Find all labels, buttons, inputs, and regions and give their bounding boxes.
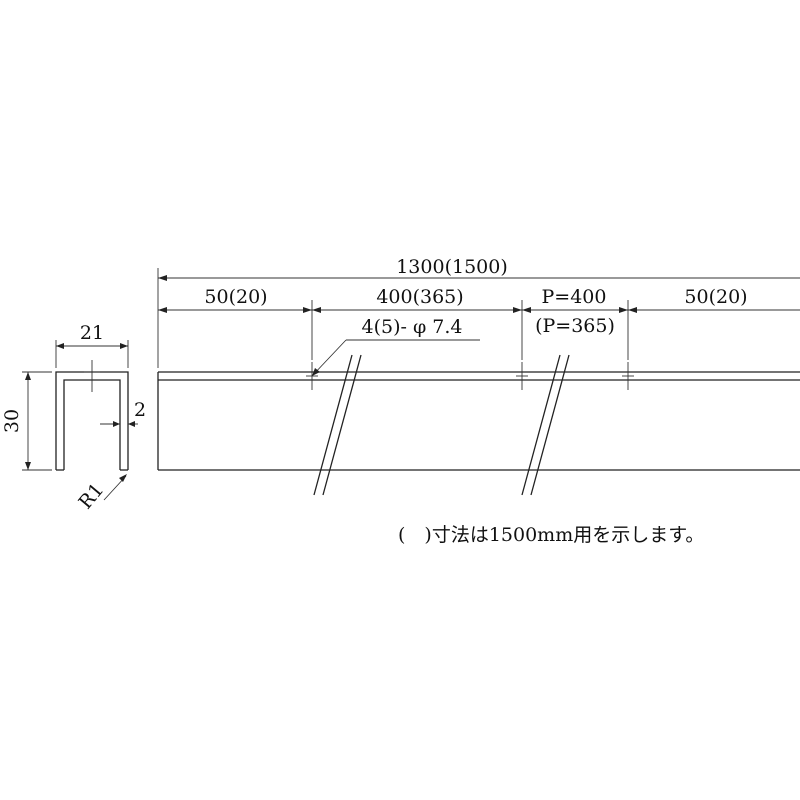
radius-arrow bbox=[119, 474, 127, 482]
thickness-arrow-right bbox=[128, 421, 135, 427]
cross-section-view: 21 30 2 R1 bbox=[1, 322, 146, 513]
seg-arrow-1 bbox=[158, 307, 167, 313]
break-line-2a bbox=[521, 354, 561, 496]
holes-label: 4(5)- φ 7.4 bbox=[361, 316, 462, 338]
width-arrow-left bbox=[56, 343, 64, 349]
first-pitch-label: 400(365) bbox=[376, 286, 463, 308]
seg-arrow-7 bbox=[628, 307, 637, 313]
overall-arrow-left bbox=[158, 275, 167, 281]
seg-arrow-4 bbox=[513, 307, 522, 313]
height-label: 30 bbox=[1, 409, 23, 433]
break-line-1b bbox=[322, 354, 362, 496]
width-label: 21 bbox=[80, 322, 104, 344]
right-end-label: 50(20) bbox=[684, 286, 747, 308]
seg-arrow-5 bbox=[522, 307, 531, 313]
overall-length-label: 1300(1500) bbox=[396, 256, 508, 278]
pitch-alt-label: (P=365) bbox=[535, 315, 615, 337]
dimension-note: ( )寸法は1500mm用を示します。 bbox=[398, 524, 704, 546]
pitch-label: P=400 bbox=[542, 286, 607, 308]
height-arrow-top bbox=[25, 372, 31, 380]
left-end-label: 50(20) bbox=[204, 286, 267, 308]
seg-arrow-6 bbox=[619, 307, 628, 313]
length-view: 1300(1500) 50(20) 400(365) P=400 50(20) … bbox=[157, 256, 800, 496]
holes-leader bbox=[311, 339, 347, 377]
thickness-arrow-left bbox=[113, 421, 120, 427]
seg-arrow-2 bbox=[303, 307, 312, 313]
break-line-2b bbox=[530, 354, 570, 496]
height-arrow-bottom bbox=[25, 462, 31, 470]
thickness-label: 2 bbox=[134, 399, 146, 421]
break-line-1a bbox=[313, 354, 353, 496]
width-arrow-right bbox=[120, 343, 128, 349]
channel-profile-inner bbox=[63, 379, 121, 470]
seg-arrow-3 bbox=[312, 307, 321, 313]
holes-leader-arrow bbox=[312, 368, 320, 376]
radius-label: R1 bbox=[74, 479, 108, 513]
break-lines bbox=[313, 354, 570, 496]
